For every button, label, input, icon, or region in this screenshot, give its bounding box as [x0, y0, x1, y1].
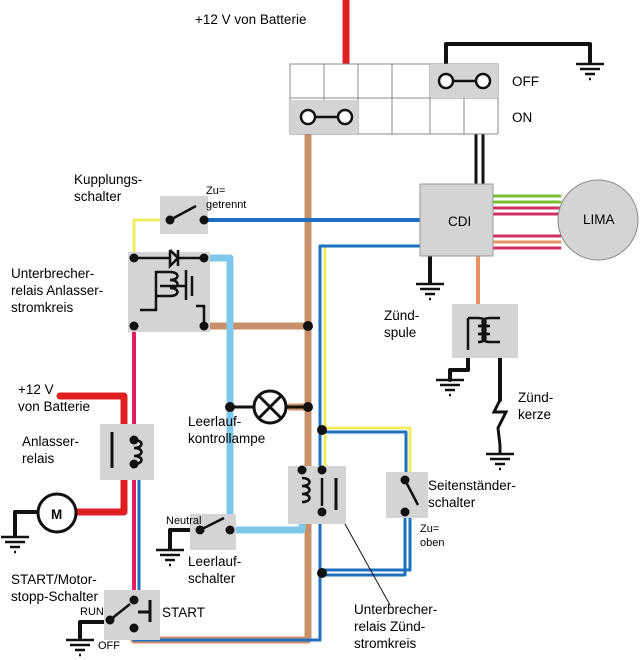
label-neutral-switch-1: Leerlauf- — [188, 554, 241, 569]
label-ignition-coil-2: spule — [384, 325, 416, 340]
wire-lightblue-neutral — [200, 254, 306, 534]
label-ignition-coil-1: Zünd- — [384, 308, 419, 323]
spark-icon — [491, 399, 509, 446]
label-neutral-lamp-1: Leerlauf- — [188, 414, 241, 429]
leader-line-ignition-cutoff — [339, 514, 391, 606]
wire-black-start-ground — [78, 620, 110, 640]
label-clutch-2: schalter — [74, 189, 122, 204]
label-on: ON — [512, 110, 532, 125]
label-sidestand-state-1: Zu= — [420, 523, 439, 535]
label-starter-relay-2: relais — [22, 451, 55, 466]
label-clutch-state-1: Zu= — [206, 185, 225, 197]
neutral-lamp — [225, 389, 313, 425]
cdi-box — [419, 183, 494, 257]
label-starter-cutoff-3: stromkreis — [11, 300, 74, 315]
ground-icon — [1, 62, 604, 657]
label-sidestand-1: Seitenständer- — [428, 478, 516, 493]
ignition-cutoff-relay — [288, 465, 346, 524]
wire-blue-sidestand — [320, 430, 408, 482]
label-starter-relay-1: Anlasser- — [22, 434, 79, 449]
wire-yellow-sidestand — [320, 426, 412, 482]
label-clutch-1: Kupplungs- — [74, 172, 142, 187]
label-battery-top: +12 V von Batterie — [195, 12, 306, 27]
label-ignition-cutoff-2: relais Zünd- — [354, 619, 425, 634]
label-cdi: CDI — [448, 214, 471, 229]
start-stop-switch — [104, 590, 160, 640]
label-starter-cutoff-1: Unterbrecher- — [11, 266, 94, 281]
wire-blue-cdi — [132, 244, 422, 642]
coil-icon — [301, 476, 311, 504]
label-start: START — [162, 605, 205, 620]
wire-black-off-ground — [444, 42, 592, 80]
label-battery-left-1: +12 V — [18, 382, 54, 397]
wire-black-switch-cdi — [474, 133, 485, 186]
coil-icon — [133, 438, 143, 466]
ignition-switch — [289, 63, 499, 135]
label-neutral-switch-2: schalter — [188, 571, 236, 586]
wire-black-motor-ground — [13, 510, 40, 537]
label-lima: LIMA — [583, 212, 615, 227]
spark-plug — [491, 399, 509, 454]
lima-circle — [557, 179, 639, 261]
label-neutral-state: Neutral — [166, 515, 201, 527]
label-motor: M — [51, 507, 62, 522]
label-starter-cutoff-2: relais Anlasser- — [11, 283, 103, 298]
label-spark-plug-2: kerze — [518, 407, 551, 422]
starter-relay — [100, 424, 154, 480]
label-sidestand-2: schalter — [428, 495, 476, 510]
label-off: OFF — [512, 74, 539, 89]
label-neutral-lamp-2: kontrollampe — [188, 431, 265, 446]
wire-blue-sidestand-bottom — [320, 510, 412, 577]
motor-icon — [36, 492, 78, 534]
label-start-stop-1: START/Motor- — [11, 572, 97, 587]
ignition-coil — [452, 304, 518, 358]
label-ignition-cutoff-1: Unterbrecher- — [354, 602, 437, 617]
wire-black-coil-ground — [448, 348, 470, 382]
starter-motor — [36, 492, 78, 534]
ground-symbols — [1, 62, 604, 657]
clutch-switch — [160, 196, 209, 234]
coil-icon — [169, 270, 179, 298]
label-sidestand-state-2: oben — [420, 537, 444, 549]
label-off-small: OFF — [98, 640, 120, 652]
wire-yellow-clutch — [132, 218, 162, 254]
label-spark-plug-1: Zünd- — [518, 390, 553, 405]
labels: +12 V von Batterie OFF ON CDI LIMA Kuppl… — [11, 12, 615, 652]
sidestand-switch — [386, 472, 428, 518]
label-battery-left-2: von Batterie — [18, 399, 90, 414]
label-ignition-cutoff-3: stromkreis — [354, 636, 417, 651]
starter-cutoff-relay — [128, 249, 210, 332]
label-run: RUN — [80, 606, 104, 618]
label-start-stop-2: stopp-Schalter — [11, 589, 99, 604]
label-clutch-state-2: getrennt — [206, 199, 246, 211]
neutral-switch — [190, 514, 236, 550]
coil-icon — [477, 316, 487, 344]
